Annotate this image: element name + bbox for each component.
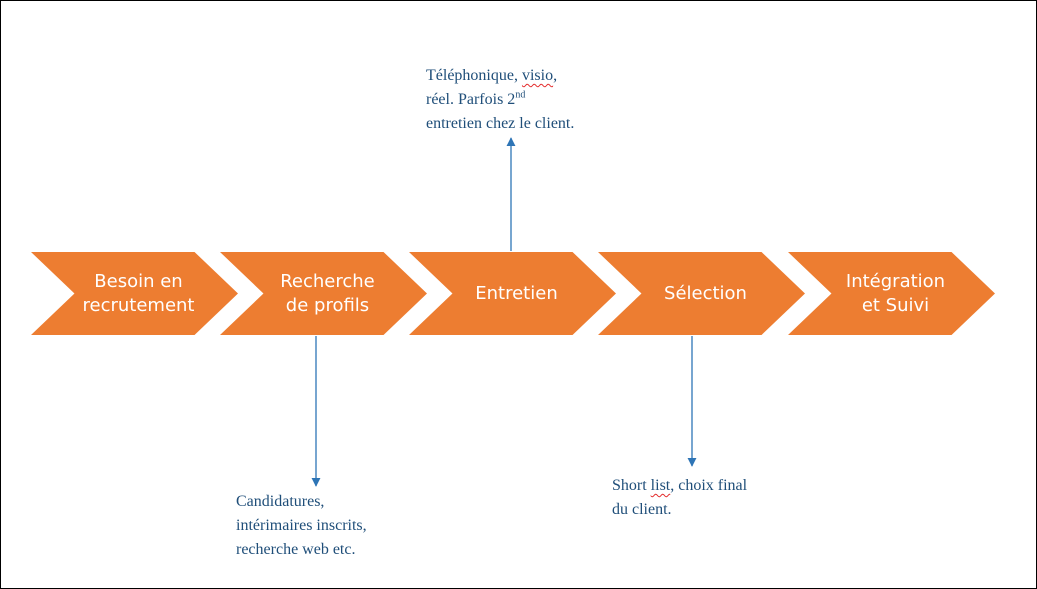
note-text-misspelled: list bbox=[650, 477, 671, 494]
step-label: Sélection bbox=[664, 282, 747, 304]
note-line: réel. Parfois 2nd bbox=[426, 88, 574, 112]
note-line: entretien chez le client. bbox=[426, 115, 575, 132]
note-text-misspelled: visio bbox=[521, 67, 554, 84]
step-label: Besoin en recrutement bbox=[82, 270, 195, 316]
note-line: Candidatures, bbox=[236, 493, 325, 510]
note-text: Téléphonique, bbox=[426, 67, 522, 84]
note-text: Short bbox=[612, 477, 651, 494]
note-text: , bbox=[553, 67, 558, 84]
note-entretien: Téléphonique, visio, réel. Parfois 2nd e… bbox=[426, 64, 574, 136]
note-text: réel. Parfois 2 bbox=[426, 91, 516, 108]
note-recherche: Candidatures, intérimaires inscrits, rec… bbox=[236, 490, 367, 562]
note-text: , choix final bbox=[670, 477, 748, 494]
step-label: Intégration et Suivi bbox=[845, 270, 946, 316]
note-line: Téléphonique, visio, bbox=[426, 64, 574, 88]
step-integration-et-suivi: Intégration et Suivi bbox=[788, 252, 995, 335]
note-line: Short list, choix final bbox=[612, 474, 747, 498]
note-line: recherche web etc. bbox=[236, 541, 356, 558]
step-label: Recherche de profils bbox=[280, 270, 375, 316]
note-line: du client. bbox=[612, 501, 672, 518]
note-line: intérimaires inscrits, bbox=[236, 517, 367, 534]
note-selection: Short list, choix final du client. bbox=[612, 474, 747, 522]
step-label: Entretien bbox=[475, 282, 558, 304]
note-superscript: nd bbox=[515, 89, 526, 101]
